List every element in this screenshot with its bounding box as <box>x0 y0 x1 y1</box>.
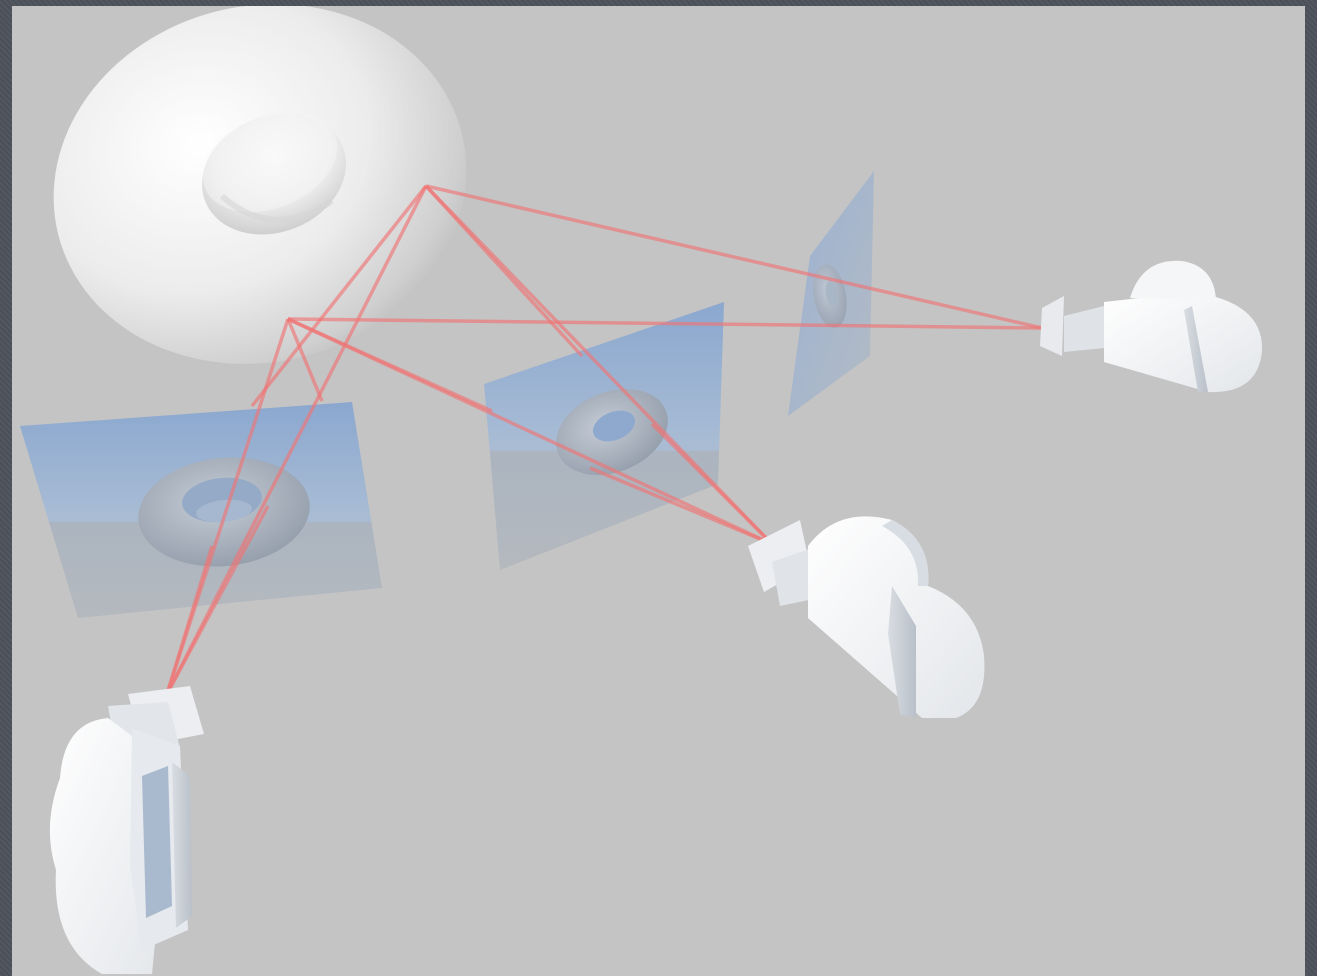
torus-object <box>15 6 505 407</box>
render-viewport <box>12 6 1305 976</box>
image-plane-right <box>788 171 874 416</box>
movie-camera-icon <box>50 686 204 974</box>
scene-svg <box>12 6 1305 976</box>
movie-camera-icon <box>1040 261 1262 392</box>
movie-camera-icon <box>748 516 984 718</box>
image-plane-center <box>484 302 724 570</box>
